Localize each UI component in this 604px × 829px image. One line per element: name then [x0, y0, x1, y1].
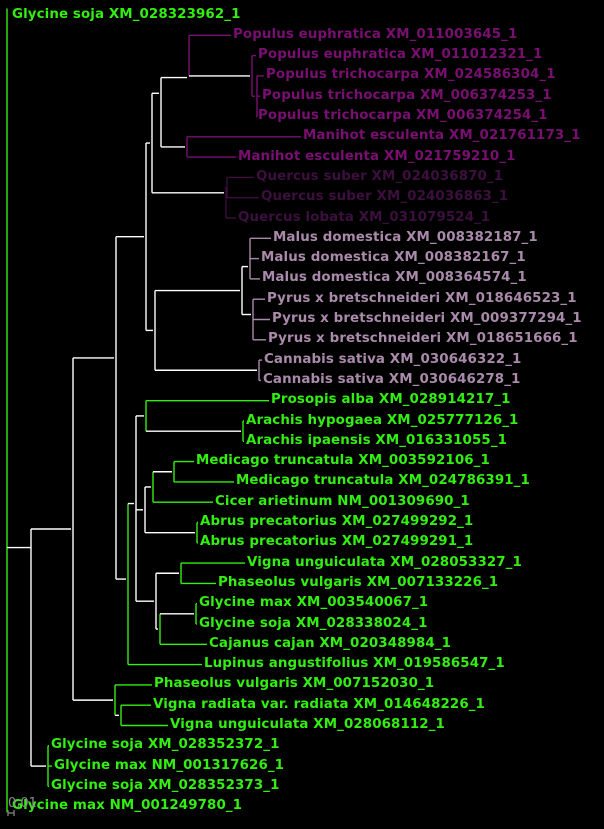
leaf-label: Vigna radiata var. radiata XM_014648226_…: [153, 696, 485, 712]
leaf-label: Manihot esculenta XM_021759210_1: [238, 148, 516, 164]
leaf-label: Medicago truncatula XM_024786391_1: [236, 473, 530, 489]
leaf-label: Cicer arietinum NM_001309690_1: [215, 493, 470, 509]
leaf-label: Vigna unguiculata XM_028053327_1: [247, 554, 522, 570]
leaf-label: Manihot esculenta XM_021761173_1: [303, 128, 581, 144]
leaf-label: Cannabis sativa XM_030646322_1: [264, 351, 522, 367]
leaf-label: Glycine max NM_001317626_1: [54, 757, 285, 773]
leaf-label: Quercus lobata XM_031079524_1: [238, 209, 491, 225]
leaf-label: Lupinus angustifolius XM_019586547_1: [204, 656, 505, 672]
leaf-label: Malus domestica XM_008382167_1: [261, 250, 526, 266]
leaf-label: Phaseolus vulgaris XM_007152030_1: [154, 676, 435, 692]
leaf-label: Quercus suber XM_024036863_1: [261, 189, 509, 205]
leaf-label: Malus domestica XM_008382187_1: [273, 229, 538, 245]
scale-bar-label: 0.01: [8, 796, 37, 811]
leaf-label: Populus trichocarpa XM_006374254_1: [258, 108, 548, 123]
leaf-label: Medicago truncatula XM_003592106_1: [196, 453, 490, 469]
leaf-label: Quercus suber XM_024036870_1: [256, 168, 504, 184]
leaf-label: Glycine soja XM_028338024_1: [199, 615, 428, 631]
leaf-label: Populus euphratica XM_011012321_1: [258, 47, 543, 63]
leaf-label: Glycine max XM_003540067_1: [199, 595, 429, 611]
leaf-label: Pyrus x bretschneideri XM_018651666_1: [268, 331, 578, 347]
leaf-label: Abrus precatorius XM_027499291_1: [200, 534, 474, 550]
leaf-label: Glycine soja XM_028323962_1: [12, 6, 241, 22]
leaf-label: Populus euphratica XM_011003645_1: [233, 26, 518, 42]
leaf-label: Abrus precatorius XM_027499292_1: [200, 514, 474, 529]
leaf-label: Malus domestica XM_008364574_1: [262, 270, 527, 286]
leaf-label: Pyrus x bretschneideri XM_018646523_1: [267, 290, 577, 306]
leaf-label: Prosopis alba XM_028914217_1: [271, 392, 511, 408]
leaf-label: Vigna unguiculata XM_028068112_1: [170, 717, 445, 732]
leaf-label: Phaseolus vulgaris XM_007133226_1: [218, 574, 499, 590]
leaf-label: Populus trichocarpa XM_006374253_1: [262, 87, 552, 103]
leaf-label: Cannabis sativa XM_030646278_1: [263, 371, 521, 387]
leaf-label: Arachis hypogaea XM_025777126_1: [246, 412, 519, 428]
leaf-label: Glycine soja XM_028352372_1: [51, 737, 280, 753]
leaf-label: Cajanus cajan XM_020348984_1: [209, 635, 451, 651]
leaf-label: Glycine max NM_001249780_1: [12, 798, 243, 814]
leaf-label: Populus trichocarpa XM_024586304_1: [266, 67, 556, 83]
leaf-label: Arachis ipaensis XM_016331055_1: [246, 432, 508, 448]
leaf-label: Glycine soja XM_028352373_1: [51, 777, 280, 793]
leaf-label: Pyrus x bretschneideri XM_009377294_1: [272, 311, 582, 326]
